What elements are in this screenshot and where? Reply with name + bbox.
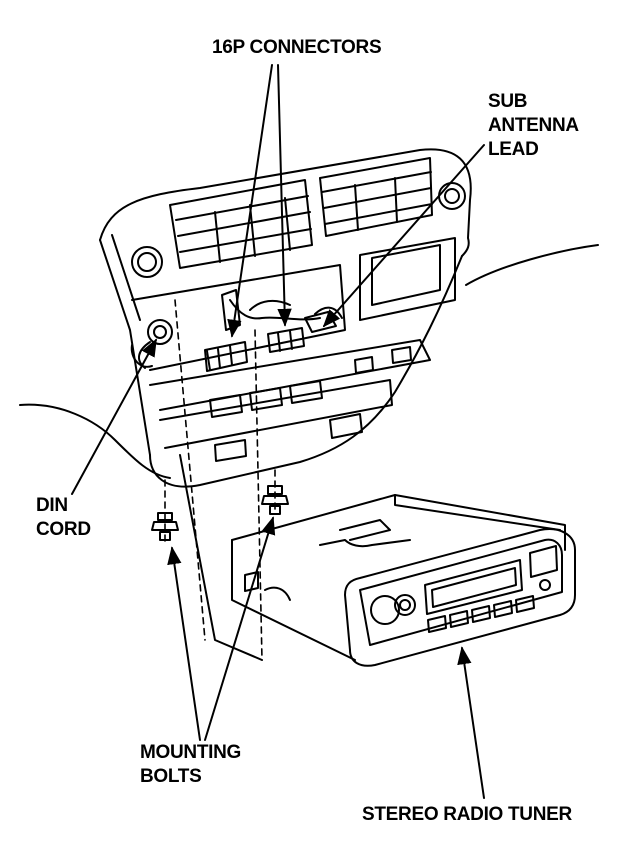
label-16p-connectors: 16P CONNECTORS: [212, 36, 382, 60]
connector-right: [267, 327, 305, 353]
label-stereo-radio-tuner: STEREO RADIO TUNER: [362, 803, 572, 827]
label-mounting-bolts: MOUNTING BOLTS: [140, 741, 241, 789]
label-sub-antenna-line2: ANTENNA: [488, 115, 579, 136]
harness-wire: [19, 403, 171, 479]
label-mounting-bolts-line2: BOLTS: [140, 766, 202, 787]
callout-arrows: [71, 64, 485, 799]
label-sub-antenna-line1: SUB: [488, 91, 528, 112]
mounting-bolt-right: [261, 485, 289, 515]
label-sub-antenna-lead: SUB ANTENNA LEAD: [488, 90, 579, 162]
connector-left: [204, 341, 248, 372]
label-din-cord: DIN CORD: [36, 494, 91, 542]
label-stereo-radio-tuner-text: STEREO RADIO TUNER: [362, 804, 572, 825]
stereo-radio-tuner: [231, 494, 576, 667]
label-din-cord-line2: CORD: [36, 519, 91, 540]
label-din-cord-line1: DIN: [36, 495, 68, 516]
din-cord-plug: [130, 319, 173, 369]
label-mounting-bolts-line1: MOUNTING: [140, 742, 242, 763]
label-sub-antenna-line3: LEAD: [488, 139, 539, 160]
label-16p-connectors-text: 16P CONNECTORS: [212, 37, 382, 58]
mounting-bolt-left: [151, 512, 179, 541]
